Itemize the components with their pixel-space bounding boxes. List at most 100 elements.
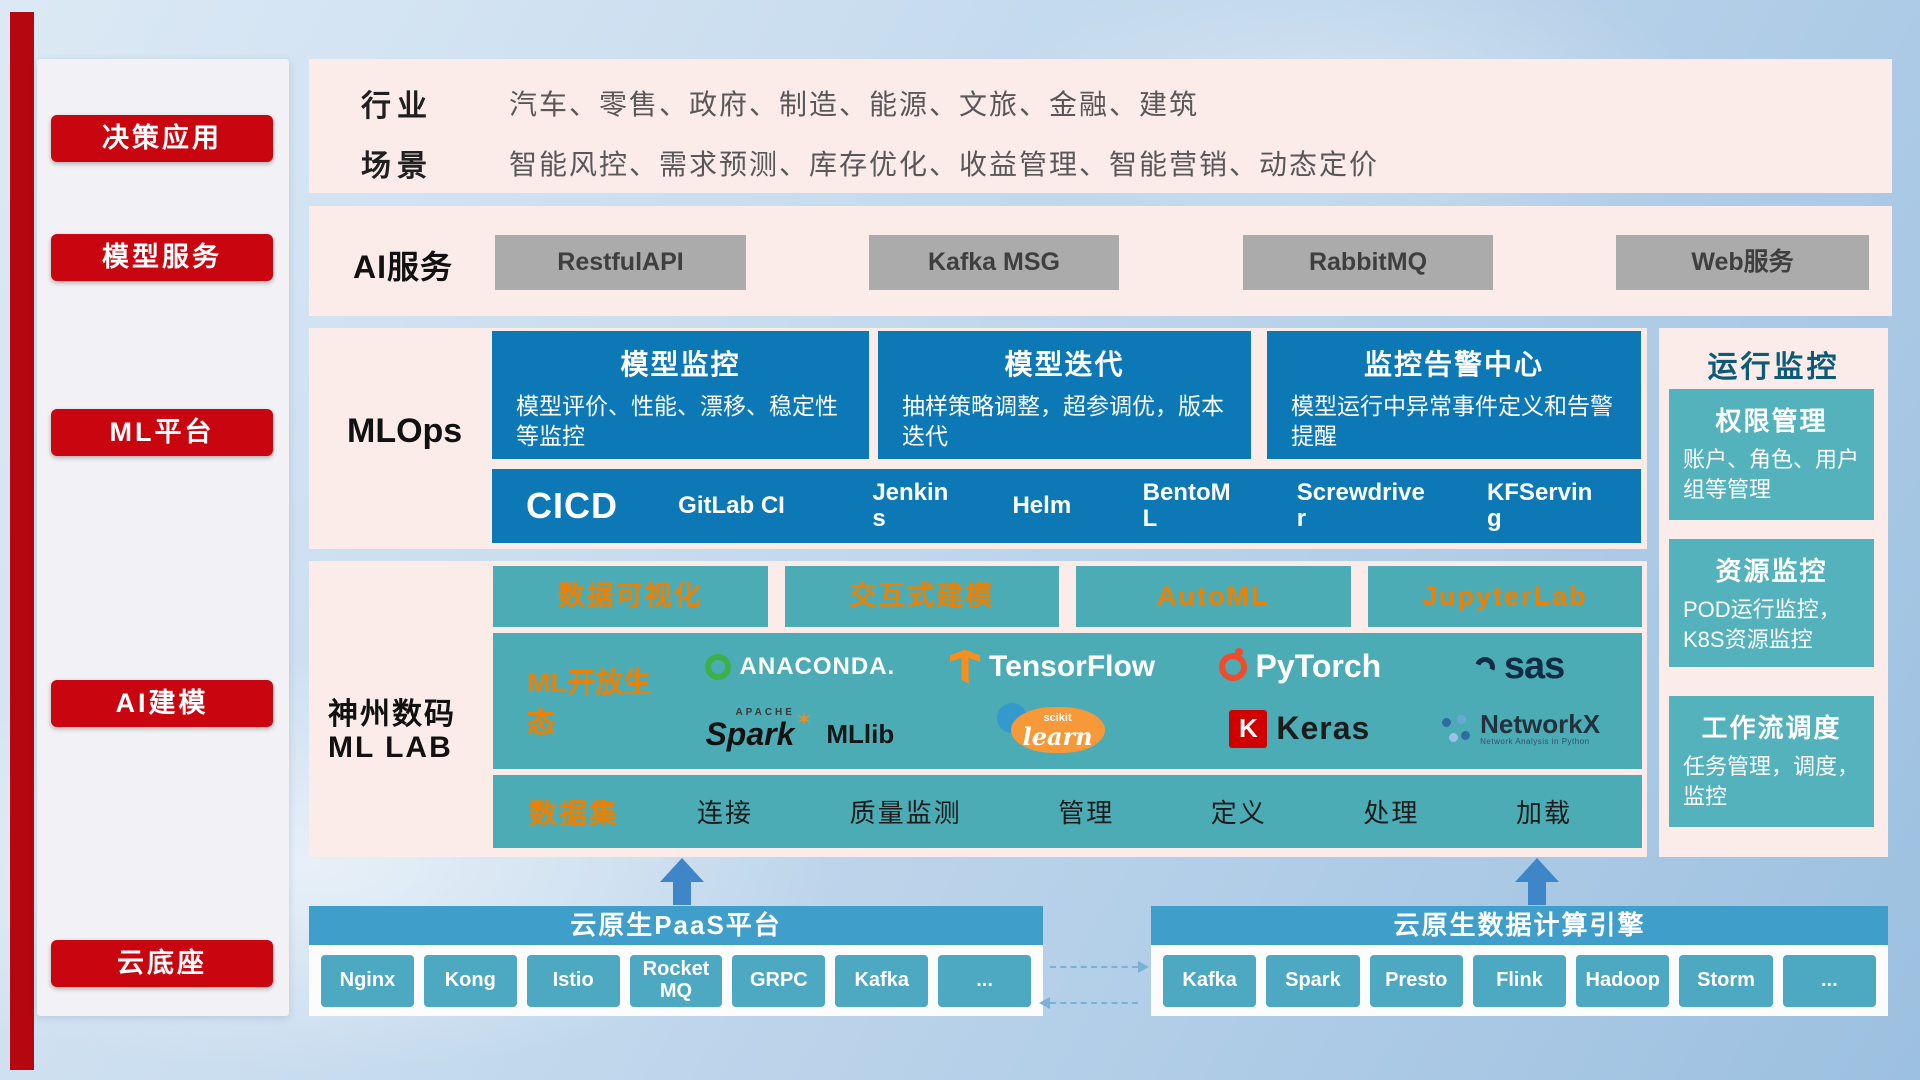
pytorch-icon <box>1218 647 1247 681</box>
card-title: 权限管理 <box>1715 406 1828 436</box>
keras-icon: K <box>1229 709 1268 748</box>
left-accent-bar <box>10 12 34 1070</box>
up-arrow-icon <box>660 858 704 905</box>
dashed-arrow-left-icon <box>1039 997 1138 1009</box>
ai-service-label: AI服务 <box>353 249 454 285</box>
dataset-item-process: 处理 <box>1363 798 1420 828</box>
scikit-learn-text: learn <box>1022 721 1093 751</box>
card-desc: 模型运行中异常事件定义和告警提醒 <box>1291 393 1613 450</box>
mllib-text: MLlib <box>826 718 895 749</box>
dataset-item-quality: 质量监测 <box>849 798 962 828</box>
apache-text: APACHE <box>735 706 795 718</box>
networkx-icon <box>1439 713 1471 745</box>
card-workflow-scheduling: 工作流调度 任务管理，调度，监控 <box>1669 696 1874 827</box>
card-model-monitoring: 模型监控 模型评价、性能、漂移、稳定性等监控 <box>492 331 869 459</box>
tool-jenkins: Jenkins <box>872 479 949 532</box>
chip-more: ... <box>1782 954 1876 1007</box>
scikit-top-text: scikit <box>1043 711 1072 724</box>
sas-icon <box>1471 653 1499 681</box>
scikit-blob: scikit learn <box>1010 706 1105 753</box>
card-desc: 抽样策略调整，超参调优，版本迭代 <box>902 393 1224 450</box>
scenario-list: 智能风控、需求预测、库存优化、收益管理、智能营销、动态定价 <box>509 149 1380 180</box>
card-desc: 任务管理，调度，监控 <box>1683 754 1860 809</box>
application-band: 行业 汽车、零售、政府、制造、能源、文旅、金融、建筑 场景 智能风控、需求预测、… <box>309 59 1892 193</box>
chip-rocketmq: RocketMQ <box>629 954 723 1007</box>
sidebar-panel <box>37 59 289 1016</box>
networkx-subtitle: Network Analysis in Python <box>1480 737 1590 747</box>
module-jupyterlab: JupyterLab <box>1367 566 1642 627</box>
dataset-item-load: 加载 <box>1515 798 1572 828</box>
sidebar-item-ml-platform: ML平台 <box>51 409 273 456</box>
dataset-item-connect: 连接 <box>697 798 754 828</box>
tool-kfserving: KFServing <box>1486 479 1593 532</box>
module-data-visualization: 数据可视化 <box>493 566 768 627</box>
chip-storm: Storm <box>1679 954 1773 1007</box>
chip-flink: Flink <box>1472 954 1567 1007</box>
service-restfulapi: RestfulAPI <box>495 235 746 290</box>
chip-kong: Kong <box>423 954 517 1007</box>
tool-screwdriver: Screwdriver <box>1296 479 1425 532</box>
scikit-learn-logo: scikit learn <box>996 701 1109 757</box>
mlops-label: MLOps <box>347 412 463 450</box>
card-title: 监控告警中心 <box>1363 349 1544 380</box>
tensorflow-logo: TensorFlow <box>950 649 1155 684</box>
sidebar-item-ai-modeling: AI建模 <box>51 680 273 727</box>
sidebar-item-cloud-base: 云底座 <box>51 940 273 987</box>
sas-logo: sas <box>1471 645 1565 688</box>
paas-strip: Nginx Kong Istio RocketMQ GRPC Kafka ... <box>309 945 1043 1016</box>
service-rabbitmq: RabbitMQ <box>1243 235 1493 290</box>
card-title: 模型监控 <box>620 349 741 380</box>
cicd-bar: CICD GitLab CI Jenkins Helm BentoML Scre… <box>492 469 1641 543</box>
data-engine-strip: Kafka Spark Presto Flink Hadoop Storm ..… <box>1151 945 1888 1016</box>
module-interactive-modeling: 交互式建模 <box>784 566 1059 627</box>
mllab-modules-row: 数据可视化 交互式建模 AutoML JupyterLab <box>493 566 1642 627</box>
scenario-label: 场景 <box>361 150 433 183</box>
networkx-text: NetworkX <box>1480 708 1601 739</box>
pytorch-text: PyTorch <box>1255 648 1382 685</box>
ecosystem-logo-grid: ANACONDA. TensorFlow PyTorch sas APACHE <box>679 633 1642 769</box>
tool-helm: Helm <box>1012 492 1072 520</box>
runtime-monitoring-column: 运行监控 权限管理 账户、角色、用户组等管理 资源监控 POD运行监控，K8S资… <box>1659 328 1888 857</box>
mllab-label-line2: ML LAB <box>328 731 453 764</box>
card-permission-management: 权限管理 账户、角色、用户组等管理 <box>1669 389 1874 520</box>
monitoring-title: 运行监控 <box>1707 351 1840 384</box>
sas-text: sas <box>1503 645 1565 688</box>
sidebar-item-decision-application: 决策应用 <box>51 115 273 162</box>
chip-presto: Presto <box>1369 954 1463 1007</box>
chip-kafka: Kafka <box>835 954 929 1007</box>
chip-istio: Istio <box>526 954 620 1007</box>
service-web: Web服务 <box>1616 235 1869 290</box>
dataset-label: 数据集 <box>529 797 620 829</box>
industry-list: 汽车、零售、政府、制造、能源、文旅、金融、建筑 <box>509 89 1200 120</box>
chip-grpc: GRPC <box>732 954 826 1007</box>
anaconda-logo: ANACONDA. <box>704 652 896 681</box>
card-title: 资源监控 <box>1715 556 1828 586</box>
networkx-logo: NetworkX Network Analysis in Python <box>1439 708 1601 747</box>
card-model-iteration: 模型迭代 抽样策略调整，超参调优，版本迭代 <box>878 331 1251 459</box>
anaconda-text: ANACONDA. <box>739 652 896 680</box>
mllab-band: 神州数码 ML LAB 数据可视化 交互式建模 AutoML JupyterLa… <box>309 561 1647 857</box>
card-desc: 账户、角色、用户组等管理 <box>1683 447 1860 502</box>
module-automl: AutoML <box>1076 566 1351 627</box>
service-kafka-msg: Kafka MSG <box>869 235 1119 290</box>
data-engine-header: 云原生数据计算引擎 <box>1151 906 1888 945</box>
up-arrow-icon <box>1515 858 1559 905</box>
anaconda-icon <box>704 653 731 680</box>
tensorflow-icon <box>950 649 981 684</box>
cicd-label: CICD <box>526 485 618 526</box>
ecosystem-label: ML开放生态 <box>527 667 652 738</box>
paas-header: 云原生PaaS平台 <box>309 906 1043 945</box>
dataset-item-manage: 管理 <box>1058 798 1115 828</box>
keras-logo: K Keras <box>1229 709 1371 748</box>
mllab-label-line1: 神州数码 <box>328 698 456 731</box>
keras-text: Keras <box>1276 710 1371 747</box>
dashed-arrow-right-icon <box>1050 961 1149 973</box>
sidebar-item-model-service: 模型服务 <box>51 234 273 281</box>
card-title: 工作流调度 <box>1701 713 1842 743</box>
mlops-band: MLOps 模型监控 模型评价、性能、漂移、稳定性等监控 模型迭代 抽样策略调整… <box>309 328 1647 549</box>
pytorch-logo: PyTorch <box>1218 647 1382 685</box>
card-desc: POD运行监控，K8S资源监控 <box>1683 597 1841 652</box>
ml-open-ecosystem: ML开放生态 ANACONDA. TensorFlow PyTorch sas <box>493 633 1642 769</box>
ai-service-band: AI服务 RestfulAPI Kafka MSG RabbitMQ Web服务 <box>309 206 1892 316</box>
